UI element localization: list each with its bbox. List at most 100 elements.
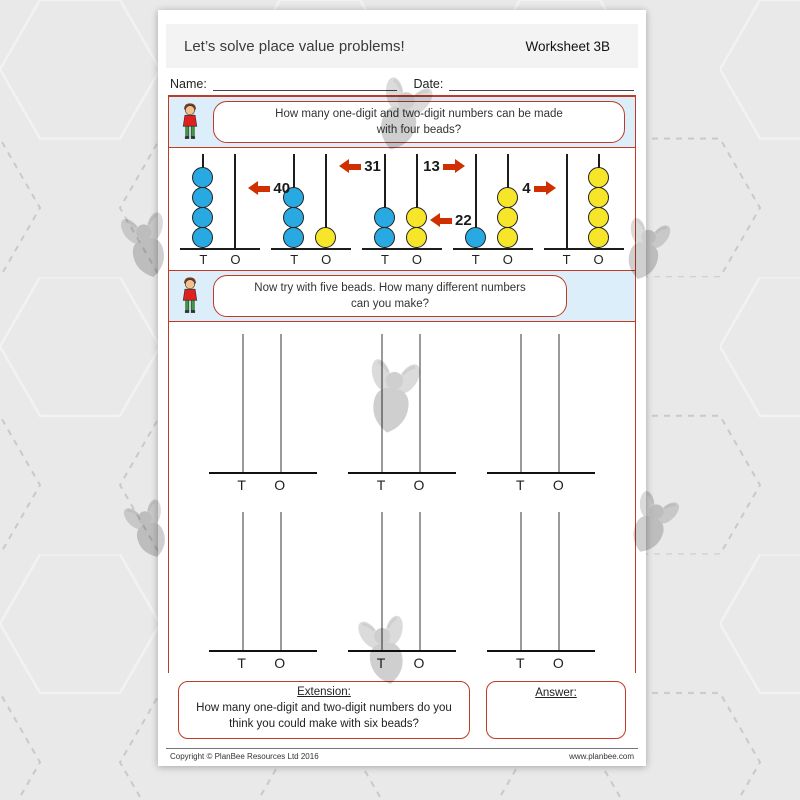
ones-label: O — [502, 252, 513, 268]
extension-title: Extension: — [297, 686, 351, 698]
ones-rod — [558, 334, 561, 473]
tens-label: T — [516, 655, 525, 672]
abacus-baseline — [180, 248, 261, 251]
bead-blue — [192, 167, 214, 189]
abacus-value-label: 13 — [423, 158, 465, 175]
worksheet-label: Worksheet 3B — [525, 38, 610, 54]
tens-label: T — [516, 477, 525, 494]
bead-yellow — [587, 187, 609, 209]
answer-title: Answer: — [535, 687, 577, 699]
question-bubble-2: Now try with five beads. How many differ… — [213, 275, 567, 318]
tens-rod — [520, 334, 523, 473]
website-text: www.planbee.com — [569, 752, 634, 762]
bead-blue — [464, 227, 486, 249]
arrow-right-icon — [442, 159, 465, 174]
date-input-line[interactable] — [449, 78, 634, 91]
ones-rod — [279, 334, 282, 473]
ones-label: O — [413, 655, 425, 672]
tens-label: T — [199, 252, 208, 268]
answer-box[interactable]: Answer: — [486, 681, 626, 740]
name-input-line[interactable] — [212, 78, 398, 91]
ones-rod — [279, 512, 282, 651]
ones-rod — [234, 154, 237, 249]
extension-text: How many one-digit and two-digit numbers… — [196, 702, 452, 731]
prompt-line: with four beads? — [376, 124, 462, 137]
tens-rod — [520, 512, 523, 651]
bead-blue — [373, 207, 395, 229]
ones-label: O — [552, 477, 564, 494]
worksheet-page: Let’s solve place value problems! Worksh… — [158, 10, 646, 766]
date-label: Date: — [413, 77, 444, 91]
tens-label: T — [381, 252, 389, 268]
bead-blue — [373, 227, 395, 249]
abacus-baseline — [361, 248, 442, 251]
abacus-baseline — [347, 650, 456, 653]
tens-rod — [474, 154, 477, 249]
ones-label: O — [321, 252, 332, 268]
abacus-value-label: 4 — [522, 180, 556, 197]
bead-blue — [192, 207, 214, 229]
abacus-baseline — [452, 248, 533, 251]
prompt-line: can you make? — [351, 298, 429, 311]
ones-label: O — [413, 477, 425, 494]
bead-blue — [192, 227, 214, 249]
example-abacus: T O 4 — [522, 152, 629, 270]
abacus-value-label: 31 — [339, 158, 381, 175]
ones-label: O — [230, 252, 241, 268]
tens-rod — [380, 512, 383, 651]
tens-label: T — [290, 252, 299, 268]
bead-yellow — [587, 227, 609, 249]
copyright-text: Copyright © PlanBee Resources Ltd 2016 — [170, 752, 319, 762]
tens-rod — [380, 334, 383, 473]
prompt-line: How many one-digit and two-digit numbers… — [275, 108, 563, 120]
ones-label: O — [411, 252, 423, 268]
question-bubble-1: How many one-digit and two-digit numbers… — [213, 101, 625, 144]
ones-rod — [418, 334, 421, 473]
page-footer: Copyright © PlanBee Resources Ltd 2016 w… — [166, 748, 638, 764]
bead-blue — [283, 187, 305, 209]
bead-yellow — [405, 227, 427, 249]
name-date-row: Name: Date: — [170, 77, 634, 91]
tens-rod — [383, 154, 386, 249]
abacus-value-label: 22 — [429, 212, 472, 229]
bead-yellow — [496, 227, 518, 249]
abacus-baseline — [487, 472, 596, 475]
bead-yellow — [496, 207, 518, 229]
ones-rod — [415, 154, 418, 249]
abacus-baseline — [543, 248, 624, 251]
question-banner-1: How many one-digit and two-digit numbers… — [169, 96, 635, 149]
example-abacus: T O 31 — [266, 152, 381, 270]
abacus-baseline — [208, 650, 317, 653]
bead-yellow — [496, 187, 518, 209]
ones-rod — [325, 154, 328, 249]
page-title: Let’s solve place value problems! — [184, 37, 405, 55]
ones-label: O — [593, 252, 604, 268]
main-activity-box: How many one-digit and two-digit numbers… — [168, 95, 636, 679]
tens-rod — [241, 512, 244, 651]
bead-blue — [283, 227, 305, 249]
tens-label: T — [376, 655, 386, 672]
extension-box: Extension: How many one-digit and two-di… — [178, 681, 470, 740]
bead-blue — [283, 207, 305, 229]
arrow-left-icon — [429, 213, 452, 228]
ones-label: O — [274, 477, 286, 494]
ones-rod — [418, 512, 421, 651]
tens-label: T — [562, 252, 571, 268]
abacus-baseline — [347, 472, 456, 475]
bead-yellow — [587, 207, 609, 229]
tens-label: T — [237, 655, 246, 672]
child-icon — [179, 275, 201, 317]
bead-yellow — [405, 207, 427, 229]
worksheet-header: Let’s solve place value problems! Worksh… — [166, 24, 638, 68]
example-abacus: T O 22 — [357, 152, 472, 270]
abacus-baseline — [487, 650, 596, 653]
prompt-line: Now try with five beads. How many differ… — [254, 282, 526, 295]
